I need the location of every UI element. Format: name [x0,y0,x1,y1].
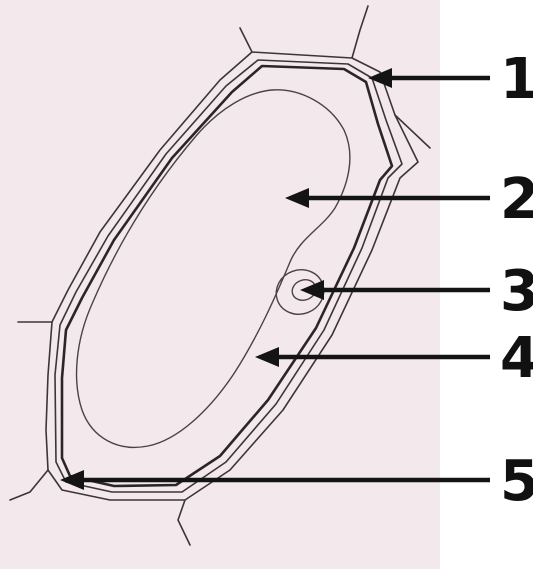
arrow-4 [255,347,490,367]
central-vacuole [77,90,350,448]
inner-wall-line [55,60,402,492]
callout-number-2: 2 [500,167,533,232]
callout-number-3: 3 [500,259,533,324]
callout-number-1: 1 [500,47,533,112]
cell-membrane [62,66,392,486]
arrow-2 [285,188,490,208]
arrow-3 [300,280,490,300]
callout-arrows [60,68,490,490]
callout-number-4: 4 [500,326,533,391]
outer-wall-line-left [18,52,252,322]
top-right-wall [352,6,368,58]
lower-left-wall [10,322,52,500]
callout-number-5: 5 [500,449,533,514]
arrow-1 [368,68,490,88]
right-wall-junction [395,115,430,148]
callout-numbers: 1 2 3 4 5 [500,47,533,514]
